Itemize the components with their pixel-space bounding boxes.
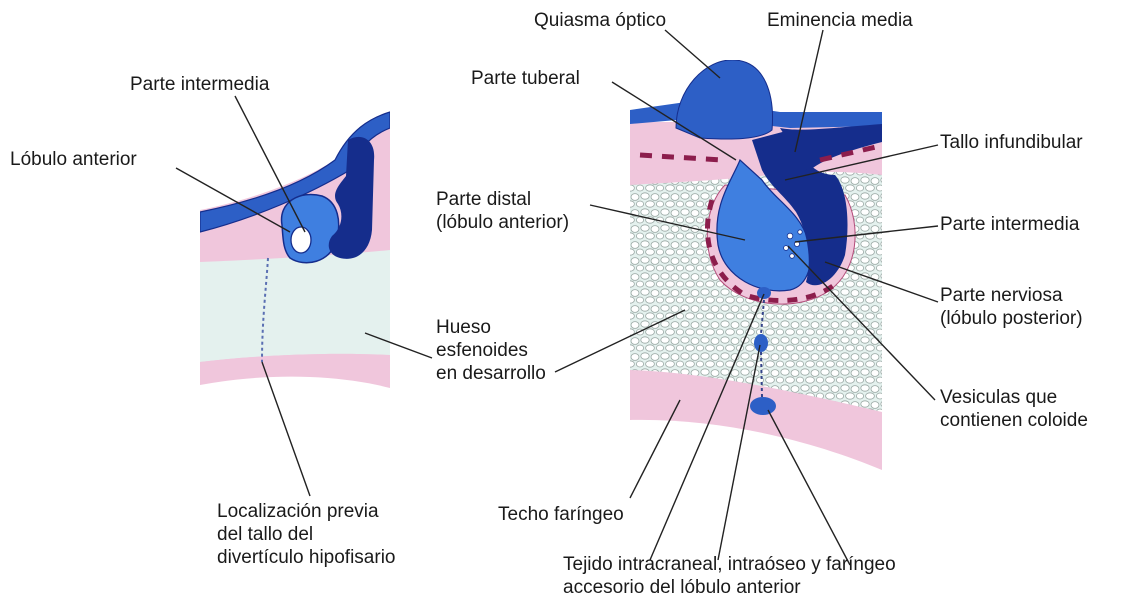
label-tejido-accesorio: Tejido intracraneal, intraóseo y farínge…	[563, 553, 896, 599]
label-line: Quiasma óptico	[534, 9, 666, 32]
label-line: Lóbulo anterior	[10, 148, 137, 171]
label-line: Parte intermedia	[130, 73, 269, 96]
label-line: esfenoides	[436, 339, 546, 362]
label-line: accesorio del lóbulo anterior	[563, 576, 896, 599]
label-parte-distal: Parte distal (lóbulo anterior)	[436, 188, 569, 234]
label-line: Tejido intracraneal, intraóseo y farínge…	[563, 553, 896, 576]
label-quiasma-optico: Quiasma óptico	[534, 9, 666, 32]
right-accessory-nodule-1	[757, 287, 771, 299]
label-line: Techo faríngeo	[498, 503, 624, 526]
left-sphenoid-band	[200, 250, 390, 362]
label-line: en desarrollo	[436, 362, 546, 385]
label-line: Vesiculas que	[940, 386, 1088, 409]
label-techo-faringeo: Techo faríngeo	[498, 503, 624, 526]
label-line: Parte tuberal	[471, 67, 580, 90]
label-line: Eminencia media	[767, 9, 913, 32]
right-panel	[630, 60, 882, 470]
label-line: Parte distal	[436, 188, 569, 211]
label-line: del tallo del	[217, 523, 395, 546]
right-accessory-nodule-2	[754, 334, 768, 352]
right-accessory-nodule-3	[750, 397, 776, 415]
left-pharynx-white	[200, 377, 390, 415]
label-tallo-infundibular: Tallo infundibular	[940, 131, 1083, 154]
left-pouch-cavity	[291, 227, 311, 253]
label-line: divertículo hipofisario	[217, 546, 395, 569]
label-line: (lóbulo posterior)	[940, 307, 1083, 330]
label-line: contienen coloide	[940, 409, 1088, 432]
label-line: Parte nerviosa	[940, 284, 1083, 307]
label-parte-nerviosa: Parte nerviosa (lóbulo posterior)	[940, 284, 1083, 330]
label-hueso-esfenoides: Hueso esfenoides en desarrollo	[436, 316, 546, 385]
label-eminencia-media: Eminencia media	[767, 9, 913, 32]
label-lobulo-anterior: Lóbulo anterior	[10, 148, 137, 171]
left-rathke-pouch	[282, 194, 339, 262]
label-parte-intermedia-left: Parte intermedia	[130, 73, 269, 96]
label-line: Parte intermedia	[940, 213, 1079, 236]
label-line: (lóbulo anterior)	[436, 211, 569, 234]
label-line: Hueso	[436, 316, 546, 339]
label-vesiculas: Vesiculas que contienen coloide	[940, 386, 1088, 432]
left-panel	[200, 95, 390, 415]
label-line: Localización previa	[217, 500, 395, 523]
label-parte-intermedia-right: Parte intermedia	[940, 213, 1079, 236]
label-localizacion-previa: Localización previa del tallo del divert…	[217, 500, 395, 569]
label-parte-tuberal: Parte tuberal	[471, 67, 580, 90]
label-line: Tallo infundibular	[940, 131, 1083, 154]
